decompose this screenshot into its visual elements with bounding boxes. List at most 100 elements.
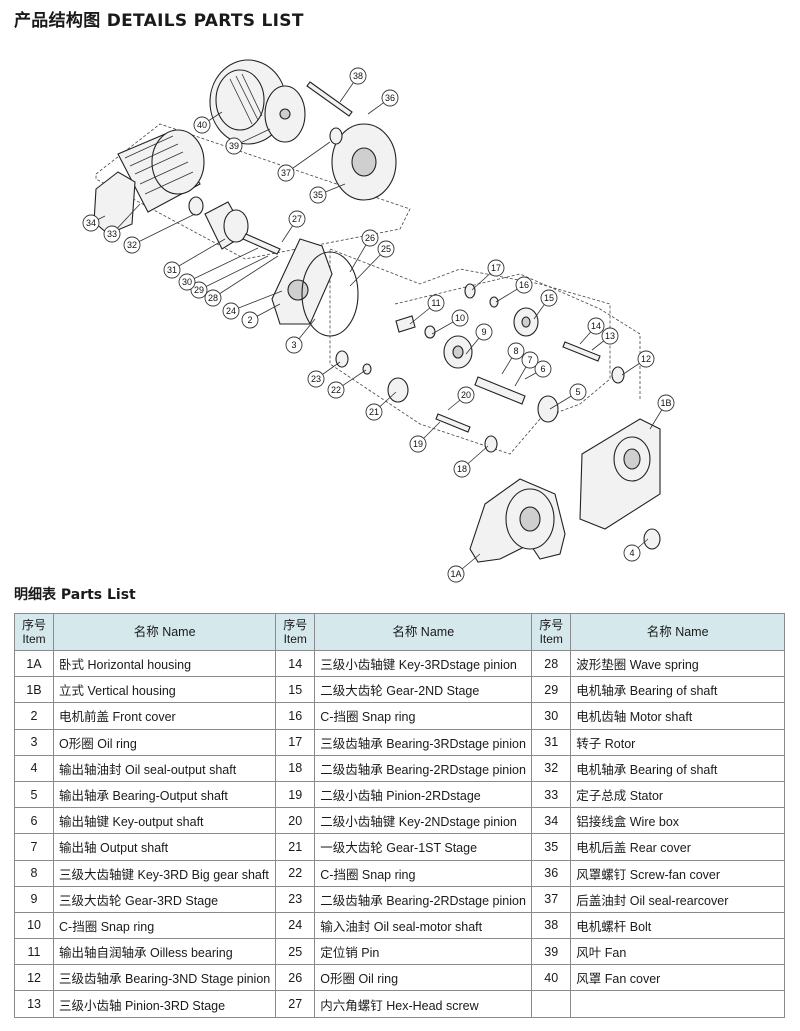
part-name: C-挡圈 Snap ring: [53, 911, 277, 940]
callout-label: 6: [540, 364, 545, 374]
callout-circle: [507, 342, 525, 360]
part-name: [570, 990, 785, 1018]
horizontal-housing-part: [469, 478, 566, 563]
section-title: 明细表 Parts List: [14, 587, 136, 603]
callout-label: 10: [455, 313, 465, 323]
part-name: 三级小齿轴键 Key-3RDstage pinion: [314, 649, 533, 678]
part-item-number: 40: [531, 964, 572, 992]
motor-assembly-outline: [95, 123, 411, 260]
callout-leader-line: [212, 255, 279, 299]
part-name: 卧式 Horizontal housing: [53, 649, 277, 678]
callout-21: 21: [365, 403, 383, 421]
part-name: 电机螺杆 Bolt: [570, 911, 785, 940]
callout-5: 5: [569, 383, 587, 401]
callout-label: 22: [331, 385, 341, 395]
part-name: 电机齿轴 Motor shaft: [570, 702, 785, 730]
callout-label: 16: [519, 280, 529, 290]
part-item-number: 7: [13, 833, 55, 861]
part-name: 定位销 Pin: [314, 938, 533, 966]
callout-circle: [587, 317, 605, 335]
rear-oil-seal-part: [329, 127, 343, 145]
callout-label: 29: [194, 285, 204, 295]
callout-label: 13: [605, 331, 615, 341]
part-item-number: 35: [531, 833, 572, 861]
callout-1a: 1A: [447, 565, 465, 583]
callout-31: 31: [163, 261, 181, 279]
part-name: 转子 Rotor: [570, 728, 785, 756]
callout-label: 9: [481, 327, 486, 337]
part-item-number: 15: [275, 676, 316, 704]
callout-label: 24: [226, 306, 236, 316]
part-name: 三级大齿轮 Gear-3RD Stage: [53, 885, 277, 913]
part-item-number: 23: [275, 885, 316, 913]
callout-label: 5: [575, 387, 580, 397]
callout-24: 24: [222, 302, 240, 320]
part-item-number: 2: [13, 702, 55, 730]
callout-leader-line: [171, 238, 226, 271]
rotor-part: [204, 201, 281, 255]
bearing-2nd-stage-part: [335, 350, 349, 368]
callout-label: 8: [513, 346, 518, 356]
vertical-housing-part: [579, 418, 661, 530]
part-name: O形圈 Oil ring: [314, 964, 533, 992]
callout-circle: [361, 229, 379, 247]
callout-circle: [487, 259, 505, 277]
part-name: 电机轴承 Bearing of shaft: [570, 676, 785, 704]
callout-28: 28: [204, 289, 222, 307]
callout-label: 31: [167, 265, 177, 275]
bearing-2nd-stage-pinion-part: [484, 435, 498, 453]
part-name: 风叶 Fan: [570, 938, 785, 966]
callout-label: 11: [431, 298, 440, 308]
callout-label: 39: [229, 141, 239, 151]
callout-circle: [307, 370, 325, 388]
part-item-number: 28: [531, 649, 572, 678]
callout-13: 13: [601, 327, 619, 345]
snap-ring-3-part: [424, 325, 436, 339]
header-name: 名称 Name: [314, 613, 533, 651]
callout-circle: [193, 116, 211, 134]
part-item-number: 5: [13, 780, 55, 809]
callout-circle: [475, 323, 493, 341]
part-name: 二级小齿轴键 Key-2NDstage pinion: [314, 807, 533, 835]
callout-leader-line: [131, 213, 196, 246]
callout-32: 32: [123, 236, 141, 254]
part-item-number: 17: [275, 728, 316, 756]
part-name: 一级大齿轮 Gear-1ST Stage: [314, 833, 533, 861]
callout-label: 15: [544, 293, 554, 303]
stator-part: [117, 129, 205, 213]
callout-19: 19: [409, 435, 427, 453]
callout-23: 23: [307, 370, 325, 388]
callout-label: 23: [311, 374, 321, 384]
part-item-number: 21: [275, 833, 316, 861]
callout-circle: [457, 386, 475, 404]
callout-circle: [123, 236, 141, 254]
part-item-number: 13: [13, 990, 55, 1018]
callout-leader-line: [230, 290, 283, 312]
callout-12: 12: [637, 350, 655, 368]
callout-33: 33: [103, 225, 121, 243]
callout-label: 19: [413, 439, 423, 449]
callout-25: 25: [377, 240, 395, 258]
callout-label: 27: [292, 214, 302, 224]
callout-3: 3: [285, 336, 303, 354]
bearing-3nd-stage-pinion-part: [611, 366, 625, 384]
part-item-number: 4: [13, 754, 55, 782]
callout-label: 40: [197, 120, 207, 130]
callout-circle: [349, 67, 367, 85]
part-name: 二级小齿轴 Pinion-2RDstage: [314, 780, 533, 809]
callout-leader-line: [349, 248, 387, 287]
callout-label: 1B: [660, 398, 671, 408]
part-item-number: 33: [531, 780, 572, 809]
part-name: 立式 Vertical housing: [53, 676, 277, 704]
part-item-number: 27: [275, 990, 316, 1018]
callout-label: 32: [127, 240, 137, 250]
front-cover-part: [271, 238, 333, 325]
